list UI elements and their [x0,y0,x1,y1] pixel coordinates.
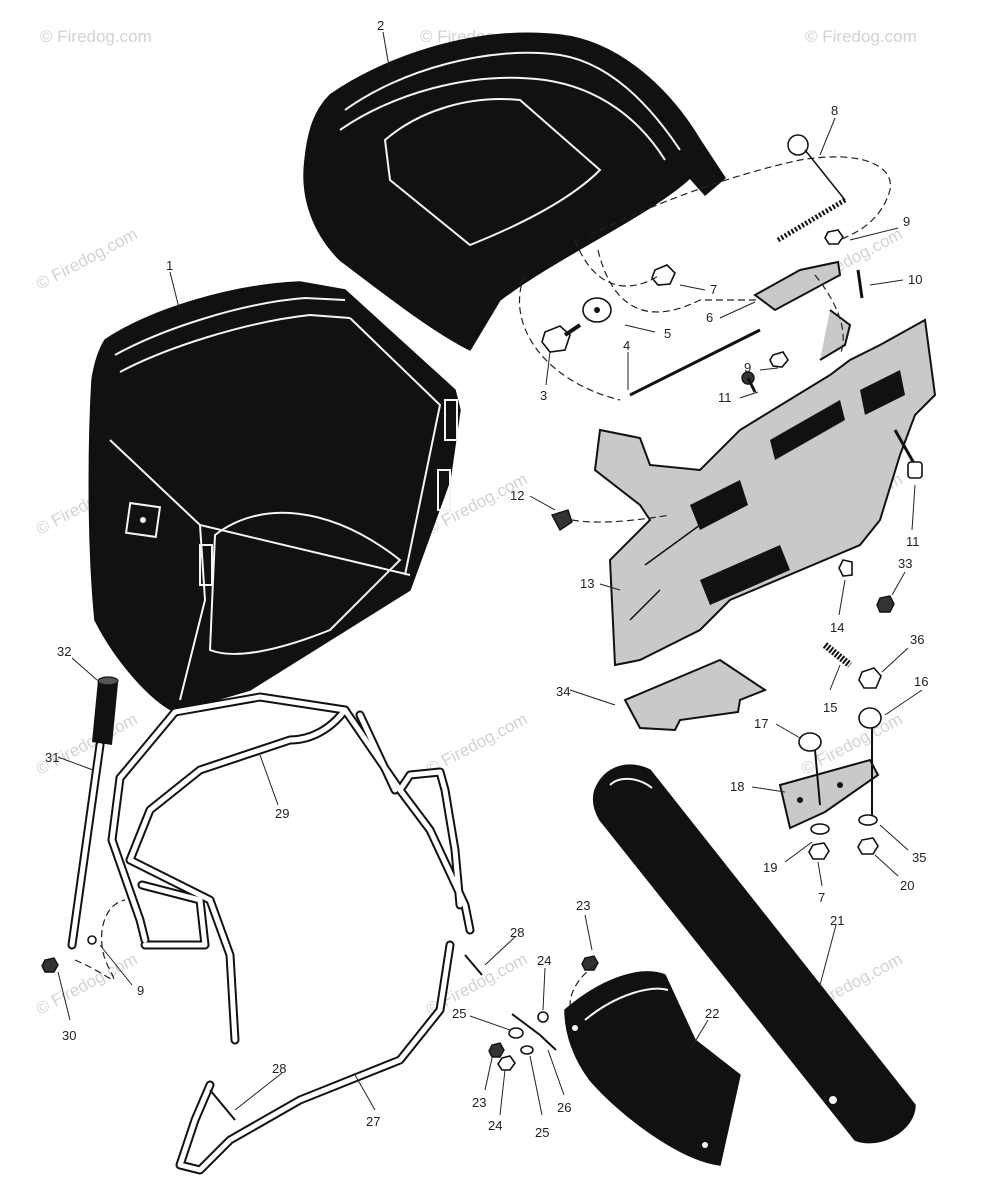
callout-23: 23 [472,1095,486,1110]
flap-plate-part [623,658,768,732]
lower-frame-part [175,940,455,1175]
leader-lines [57,31,923,1116]
callout-14: 14 [830,620,844,635]
callout-9: 9 [744,360,751,375]
callout-6: 6 [706,310,713,325]
fasteners [41,229,923,1071]
callout-7: 7 [710,282,717,297]
callout-23: 23 [576,898,590,913]
callout-36: 36 [910,632,924,647]
callout-18: 18 [730,779,744,794]
callout-30: 30 [62,1028,76,1043]
callout-4: 4 [623,338,630,353]
bracket-part [778,758,880,830]
callout-33: 33 [898,556,912,571]
callout-5: 5 [664,326,671,341]
callout-11: 11 [906,534,920,549]
callout-28: 28 [272,1061,286,1076]
callout-25: 25 [452,1006,466,1021]
callout-34: 34 [556,684,570,699]
watermark: © Firedog.com [33,224,141,293]
callout-7: 7 [818,890,825,905]
callout-11: 11 [718,390,732,405]
chute-tube-part [592,764,916,1144]
callout-16: 16 [914,674,928,689]
watermark: © Firedog.com [40,27,152,46]
callout-24: 24 [537,953,551,968]
handle-part [67,676,119,950]
callout-22: 22 [705,1006,719,1021]
callout-9: 9 [137,983,144,998]
callout-19: 19 [763,860,777,875]
callout-32: 32 [57,644,71,659]
callout-10: 10 [908,272,922,287]
callout-26: 26 [557,1100,571,1115]
chute-elbow-part [564,971,741,1166]
callout-3: 3 [540,388,547,403]
callout-24: 24 [488,1118,502,1133]
callout-29: 29 [275,806,289,821]
callout-20: 20 [900,878,914,893]
callout-35: 35 [912,850,926,865]
callout-15: 15 [823,700,837,715]
mounting-plate-part [593,309,937,667]
watermark: © Firedog.com [805,27,917,46]
callout-28: 28 [510,925,524,940]
callout-9: 9 [903,214,910,229]
callout-25: 25 [535,1125,549,1140]
grass-bag-part [88,281,461,713]
callout-8: 8 [831,103,838,118]
callout-2: 2 [377,18,384,33]
callout-1: 1 [166,258,173,273]
bag-frame-part [107,692,475,1045]
callout-31: 31 [45,750,59,765]
hardware-rods [209,134,864,1121]
callout-21: 21 [830,913,844,928]
callout-17: 17 [754,716,768,731]
callout-27: 27 [366,1114,380,1129]
callout-12: 12 [510,488,524,503]
callout-13: 13 [580,576,594,591]
assembly-lines [74,156,892,1006]
bag-cover-part [303,32,726,351]
callout-labels: 1 2 3 4 5 6 7 8 9 10 9 11 11 12 13 14 33… [45,18,928,1140]
